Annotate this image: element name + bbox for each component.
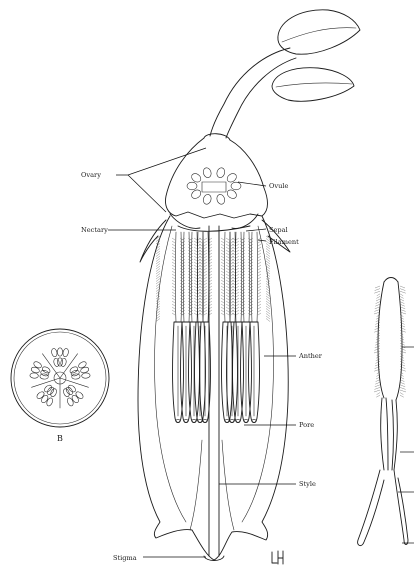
cross-section-ovules bbox=[30, 348, 91, 408]
stamen bbox=[240, 232, 253, 423]
cross-section-ovule bbox=[41, 366, 51, 375]
cross-section-ovule bbox=[57, 348, 62, 356]
cross-section-ovule bbox=[46, 397, 54, 407]
ovary-cross-section bbox=[11, 329, 109, 427]
cross-section-ovule bbox=[40, 374, 49, 380]
ovule bbox=[187, 182, 197, 190]
filament bbox=[243, 232, 244, 322]
placenta bbox=[202, 182, 226, 192]
cross-section-ovule bbox=[62, 348, 69, 357]
cross-section-ovule bbox=[69, 366, 79, 375]
stamen bbox=[248, 232, 261, 423]
filament bbox=[181, 232, 182, 322]
cross-section-ovule bbox=[80, 366, 90, 374]
filament bbox=[189, 232, 190, 322]
sepals bbox=[140, 220, 290, 262]
stamen bbox=[232, 232, 245, 423]
cross-section-ovule bbox=[66, 397, 74, 407]
stamen bbox=[188, 232, 201, 423]
label-filament: Filament bbox=[269, 238, 299, 246]
cross-section-ovule bbox=[33, 360, 43, 369]
cross-section-ovule bbox=[36, 390, 46, 399]
filament bbox=[175, 232, 176, 322]
filament bbox=[191, 232, 192, 322]
filament bbox=[202, 232, 203, 322]
label-anther: Anther bbox=[298, 352, 323, 360]
ovary bbox=[165, 138, 267, 228]
corolla bbox=[138, 216, 288, 560]
filament bbox=[251, 232, 252, 322]
cross-section-ovule bbox=[30, 373, 39, 379]
cross-section-ovule bbox=[71, 394, 80, 404]
label-ovary: Ovary bbox=[81, 171, 101, 179]
filament bbox=[241, 232, 242, 322]
label-sepal: Sepal bbox=[269, 226, 288, 234]
ovule bbox=[216, 193, 226, 205]
cross-section-ovule bbox=[40, 394, 49, 404]
ovule bbox=[202, 167, 212, 179]
style bbox=[204, 226, 224, 561]
stamens bbox=[156, 232, 270, 423]
leaves bbox=[272, 10, 360, 101]
filament bbox=[257, 232, 258, 322]
label-section-b: B bbox=[57, 434, 63, 443]
stamen bbox=[199, 232, 212, 423]
label-nectary: Nectary bbox=[81, 226, 108, 234]
cross-section-ovule bbox=[75, 390, 85, 399]
ovule bbox=[216, 167, 226, 179]
leader-lines bbox=[108, 148, 414, 557]
cross-section-ovule bbox=[60, 358, 67, 367]
label-pore: Pore bbox=[299, 421, 314, 429]
ovule-cluster bbox=[187, 167, 241, 205]
label-ovule: Ovule bbox=[269, 182, 288, 190]
cross-section-ovule bbox=[51, 348, 58, 357]
pedicel bbox=[204, 48, 296, 140]
ovule bbox=[231, 182, 241, 190]
stamen bbox=[226, 232, 239, 423]
stamen bbox=[172, 232, 185, 423]
filament bbox=[230, 232, 231, 322]
cross-section-ovule bbox=[31, 366, 41, 374]
filament bbox=[183, 232, 184, 322]
ovule bbox=[202, 193, 212, 205]
label-stigma: Stigma bbox=[113, 554, 137, 562]
artist-signature bbox=[272, 551, 283, 564]
filament bbox=[229, 232, 230, 322]
filament bbox=[203, 232, 204, 322]
filament bbox=[224, 232, 225, 322]
cross-section-ovule bbox=[46, 386, 55, 396]
cross-section-ovule bbox=[71, 374, 80, 380]
cross-section-ovule bbox=[81, 373, 90, 379]
label-style: Style bbox=[299, 480, 316, 488]
stamen-detail bbox=[358, 278, 408, 546]
nectary bbox=[178, 226, 250, 231]
filament bbox=[249, 232, 250, 322]
stamen bbox=[180, 232, 193, 423]
